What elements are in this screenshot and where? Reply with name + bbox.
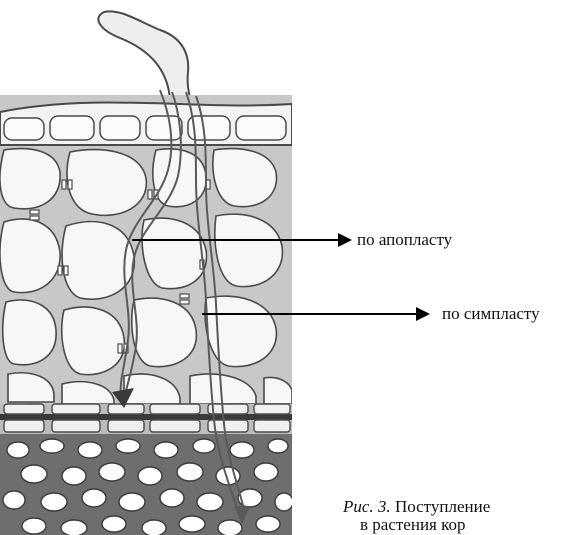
- symplast-label: по симпласту: [442, 304, 540, 324]
- casparian-strip: [0, 414, 292, 420]
- figure-caption-line-1: Рис. 3. Поступление: [343, 497, 490, 517]
- apoplast-label: по апопласту: [357, 230, 452, 250]
- figure-reference: Рис. 3.: [343, 497, 391, 516]
- caption-text: Поступление: [391, 497, 491, 516]
- symplast-leader-arrowhead: [416, 307, 430, 321]
- apoplast-leader-arrowhead: [338, 233, 352, 247]
- figure-caption-line-2: в растения кор: [360, 515, 466, 535]
